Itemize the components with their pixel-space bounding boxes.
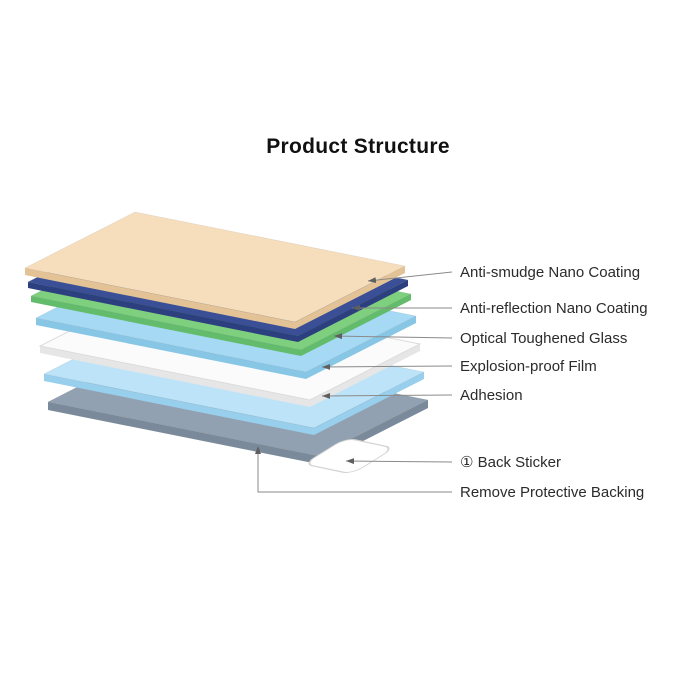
label-back-sticker: ① Back Sticker <box>460 454 561 471</box>
label-remove-backing: Remove Protective Backing <box>460 484 644 501</box>
layer-labels: Anti-smudge Nano Coating Anti-reflection… <box>460 264 648 501</box>
leader-back-sticker <box>345 458 453 465</box>
label-anti-reflection: Anti-reflection Nano Coating <box>460 300 648 317</box>
leader-optical-glass <box>333 333 453 340</box>
label-adhesion: Adhesion <box>460 387 523 404</box>
leader-anti-smudge <box>367 271 453 284</box>
label-anti-smudge: Anti-smudge Nano Coating <box>460 264 640 281</box>
label-explosion-film: Explosion-proof Film <box>460 358 597 375</box>
leader-explosion-film <box>321 363 453 370</box>
page-title: Product Structure <box>266 135 450 158</box>
layer-stack <box>23 211 430 473</box>
layer-anti-smudge-coating <box>23 211 407 329</box>
leader-adhesion <box>321 392 453 399</box>
label-optical-glass: Optical Toughened Glass <box>460 330 627 347</box>
leader-remove-backing <box>255 446 452 493</box>
leader-lines <box>255 271 453 493</box>
layer-anti-smudge-coating-face <box>23 211 407 323</box>
